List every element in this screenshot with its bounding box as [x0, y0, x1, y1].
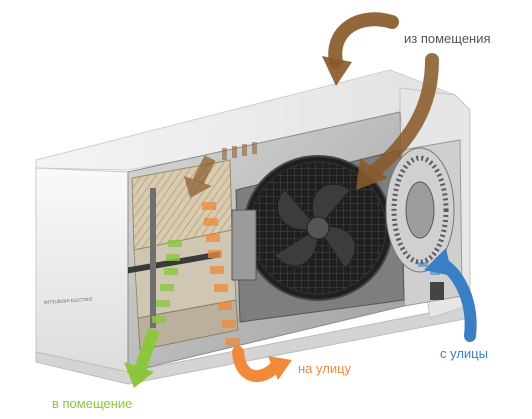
- curved-arrow-brown-icon: [184, 12, 439, 198]
- label-to-outside: на улицу: [298, 361, 352, 376]
- ventilation-unit: MITSUBISHI ELECTRIC: [35, 69, 471, 385]
- unit-front-panel: [35, 167, 129, 373]
- label-from-outside: с улицы: [440, 346, 488, 361]
- brand-label: MITSUBISHI ELECTRIC: [44, 297, 94, 305]
- heat-exchanger-core: [128, 159, 239, 351]
- fan-blades: [274, 183, 356, 269]
- label-to-room: в помещение: [52, 396, 133, 411]
- curved-arrow-blue-icon: [418, 248, 477, 342]
- fan-housing: [231, 149, 405, 323]
- label-from-room: из помещения: [404, 31, 491, 46]
- curved-arrow-green-icon: [124, 240, 182, 388]
- curved-arrow-orange-icon: [202, 202, 292, 382]
- blower-wheel: [385, 147, 455, 273]
- mount-bracket: [430, 282, 444, 300]
